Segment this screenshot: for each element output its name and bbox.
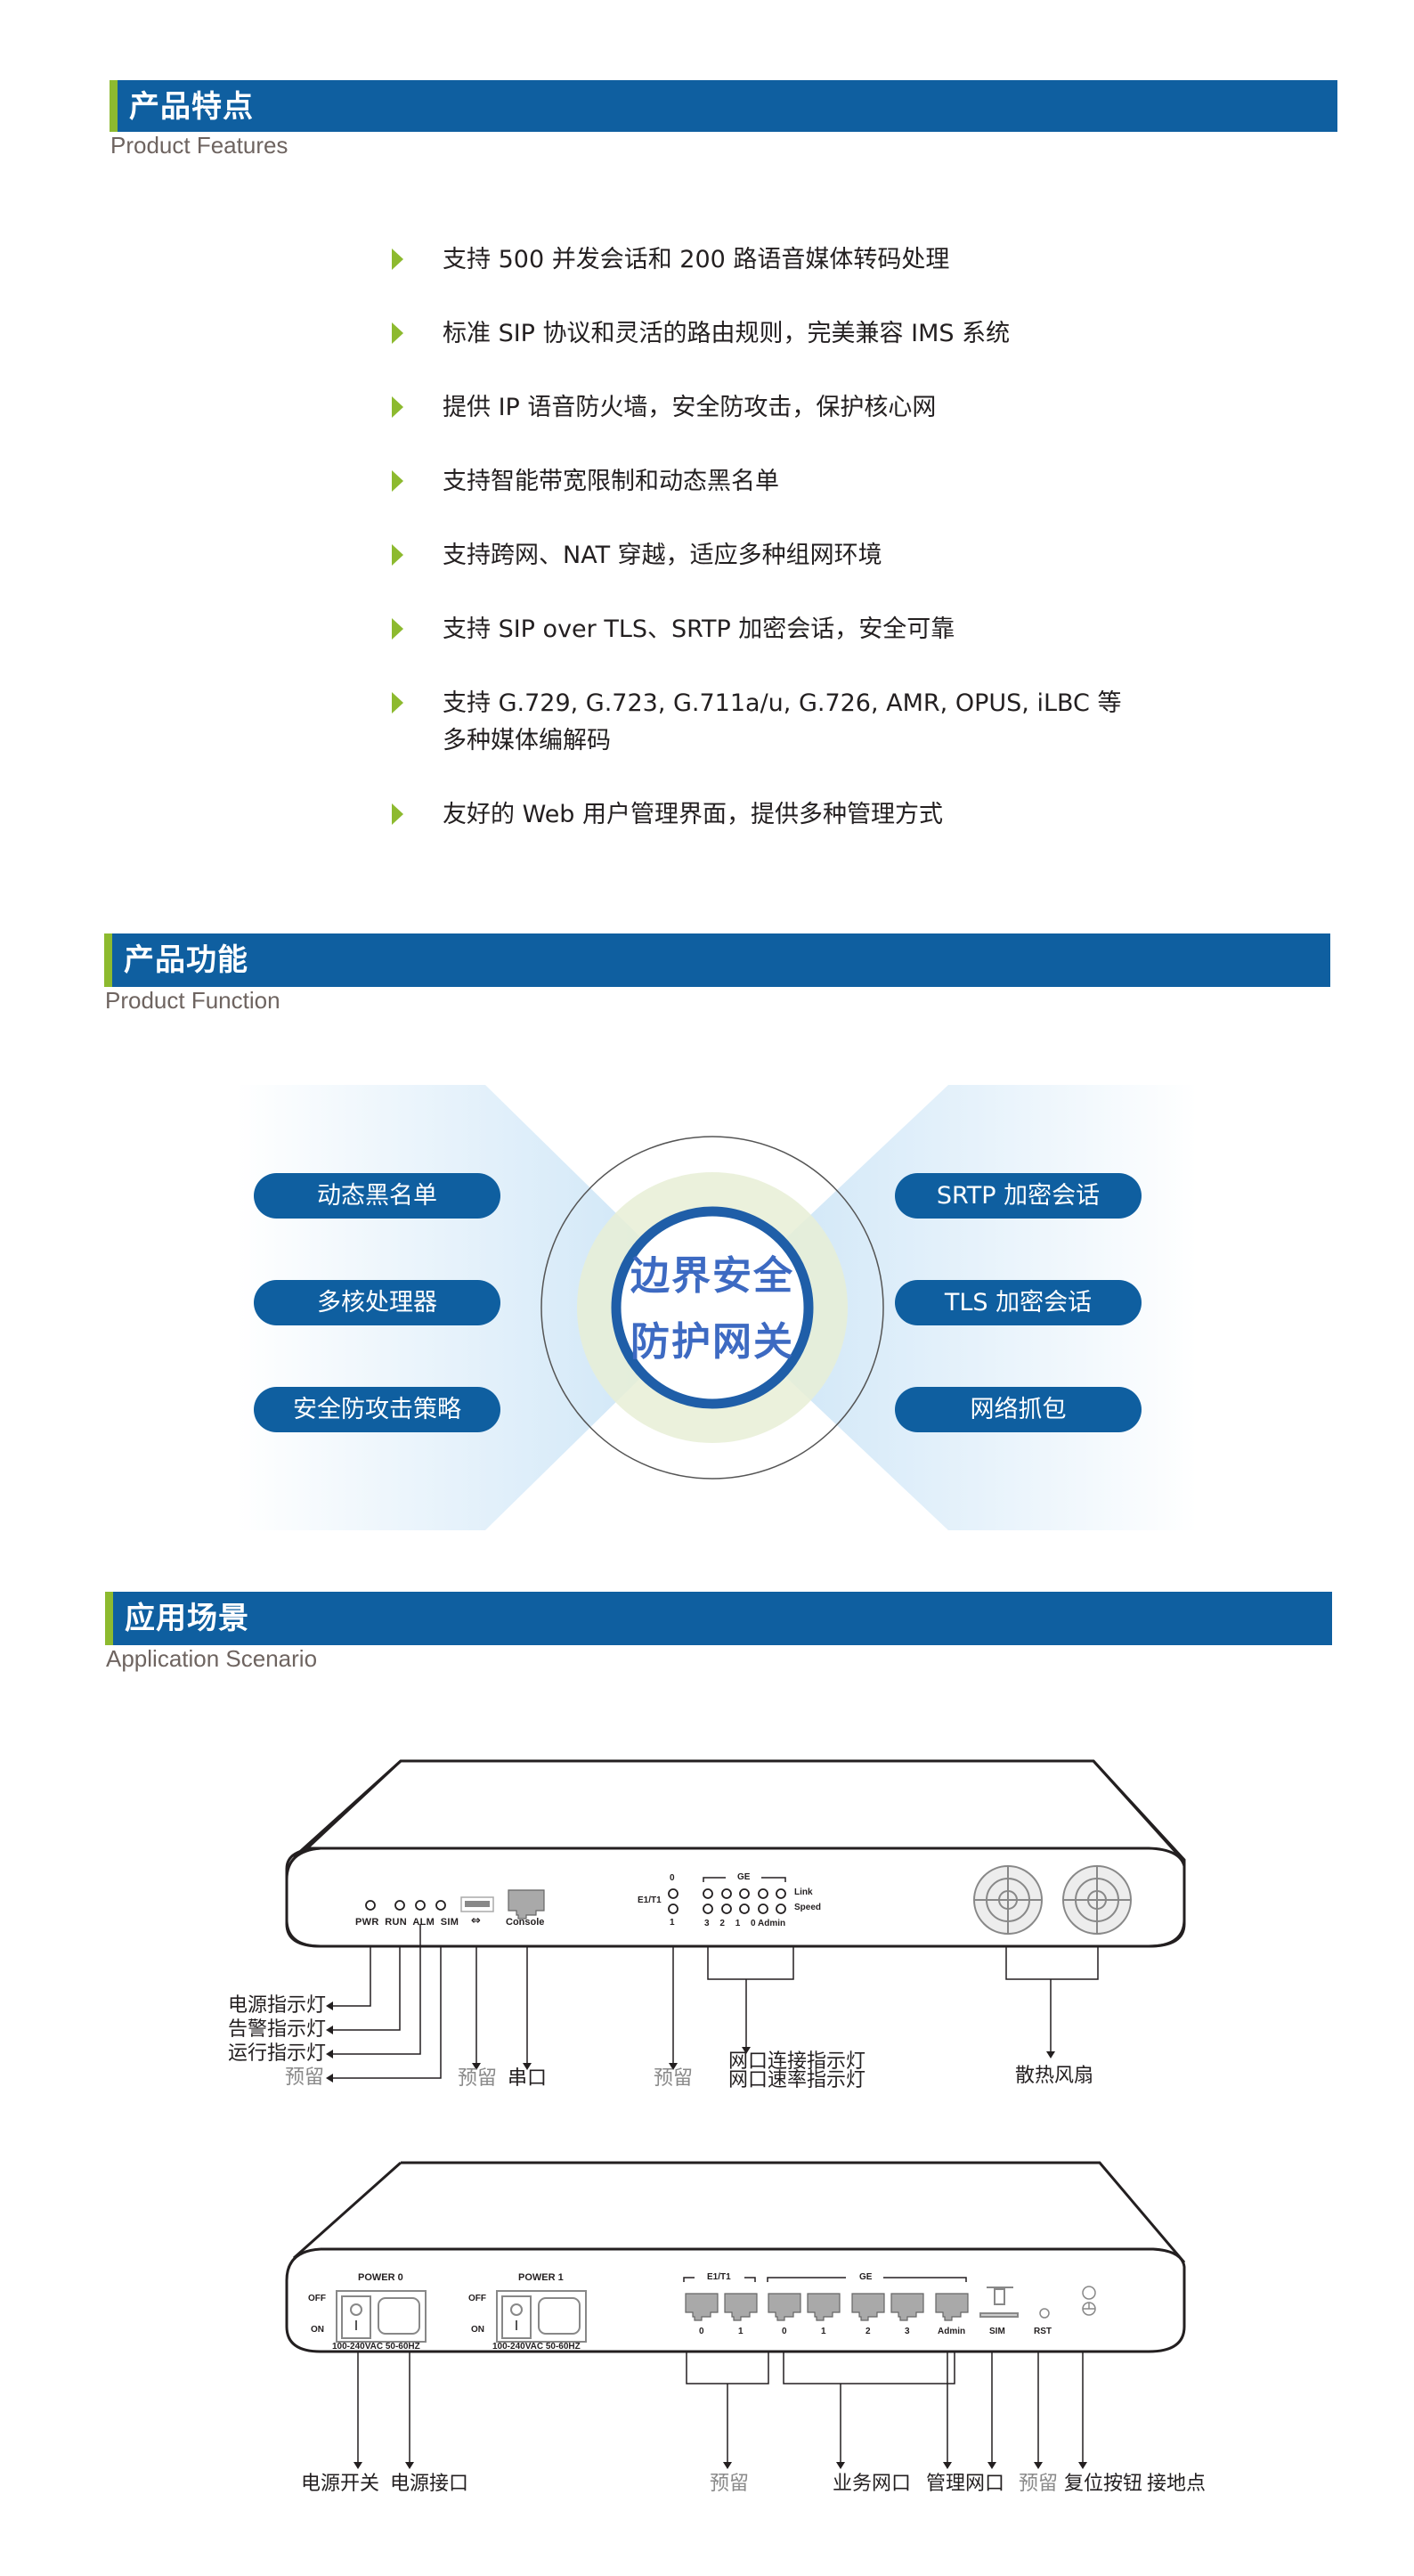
section-title: 应用场景	[125, 1601, 249, 1636]
rj45-ports	[685, 2293, 969, 2321]
power1-label: POWER 1	[518, 2272, 564, 2283]
reset-button-icon	[1039, 2308, 1050, 2319]
function-diagram: 边界安全 防护网关 动态黑名单 多核处理器 安全防攻击策略 SRTP 加密会话 …	[236, 1085, 1198, 1530]
bullet-arrow-icon	[392, 396, 403, 418]
header-accent-strip	[110, 80, 118, 132]
ge-port-numbers: 3 2 1 0 Admin	[704, 1919, 786, 1928]
callout-mgmt-port: 管理网口	[926, 2473, 1005, 2495]
callout-fan: 散热风扇	[1015, 2065, 1094, 2087]
center-title-line1: 边界安全	[630, 1253, 794, 1299]
power0-label: POWER 0	[358, 2272, 403, 2283]
front-callout-lines	[331, 1924, 1099, 2079]
section-header-features: 产品特点	[110, 80, 1337, 132]
console-label: Console	[506, 1917, 545, 1928]
function-pill-blacklist: 动态黑名单	[254, 1173, 500, 1219]
section-header-scenario: 应用场景	[105, 1592, 1332, 1645]
callout-power-port: 电源接口	[390, 2473, 469, 2495]
ge-label: GE	[737, 1872, 751, 1882]
e1t1-label: E1/T1	[638, 1895, 662, 1905]
section-title: 产品特点	[129, 89, 254, 125]
callout-reserved: 预留	[458, 2067, 498, 2090]
sim-label: SIM	[989, 2327, 1005, 2336]
fan-icon	[1062, 1865, 1132, 1935]
front-leds	[365, 1900, 446, 1911]
bullet-arrow-icon	[392, 692, 403, 713]
function-pill-capture: 网络抓包	[895, 1387, 1142, 1432]
center-title-line2: 防护网关	[630, 1319, 794, 1365]
rear-e1t1-label: E1/T1	[707, 2272, 731, 2282]
front-panel-outline	[285, 1759, 1186, 1948]
callout-reserved: 预留	[710, 2473, 750, 2495]
callout-port-speed: 网口速率指示灯	[728, 2069, 866, 2091]
section-subtitle: Product Function	[105, 987, 280, 1014]
callout-reserved: 预留	[654, 2067, 694, 2090]
usb-symbol-icon: ⇔	[471, 1914, 481, 1928]
rear-panel-outline	[285, 2161, 1186, 2353]
function-pill-multicore: 多核处理器	[254, 1280, 500, 1325]
bullet-arrow-icon	[392, 618, 403, 640]
ground-icon	[1082, 2286, 1096, 2316]
power-module-1	[496, 2290, 587, 2343]
sim-slot-icon	[979, 2287, 1019, 2318]
rst-label: RST	[1034, 2327, 1052, 2336]
console-port-icon	[508, 1889, 545, 1920]
fan-icon	[973, 1865, 1043, 1935]
callout-power-switch: 电源开关	[301, 2473, 380, 2495]
section-subtitle: Application Scenario	[106, 1645, 318, 1672]
callout-power-led: 电源指示灯	[228, 1994, 327, 2017]
section-header-function: 产品功能	[104, 933, 1330, 987]
rear-ge-label: GE	[859, 2272, 873, 2282]
callout-service-ports: 业务网口	[833, 2473, 912, 2495]
callout-ground: 接地点	[1147, 2473, 1207, 2495]
section-subtitle: Product Features	[110, 132, 288, 159]
header-accent-strip	[104, 933, 112, 987]
function-pill-tls: TLS 加密会话	[895, 1280, 1142, 1325]
callout-alarm-led: 告警指示灯	[228, 2018, 327, 2041]
bullet-arrow-icon	[392, 249, 403, 270]
ge-leds	[703, 1888, 786, 1914]
callout-reset-button: 复位按钮	[1064, 2473, 1143, 2495]
function-pill-anti-attack: 安全防攻击策略	[254, 1387, 500, 1432]
callout-reserved: 预留	[285, 2067, 325, 2089]
callout-run-led: 运行指示灯	[228, 2042, 327, 2065]
bullet-arrow-icon	[392, 470, 403, 492]
bullet-arrow-icon	[392, 322, 403, 344]
callout-port-link: 网口连接指示灯	[728, 2050, 866, 2073]
function-pill-srtp: SRTP 加密会话	[895, 1173, 1142, 1219]
front-led-labels: PWR RUN ALM SIM	[355, 1917, 459, 1928]
power-module-0	[336, 2290, 427, 2343]
rear-callout-lines	[357, 2352, 1084, 2464]
section-title: 产品功能	[124, 942, 248, 978]
header-accent-strip	[105, 1592, 113, 1645]
callout-reserved: 预留	[1019, 2473, 1059, 2495]
bullet-arrow-icon	[392, 803, 403, 825]
bullet-arrow-icon	[392, 544, 403, 566]
callout-serial: 串口	[508, 2067, 548, 2090]
